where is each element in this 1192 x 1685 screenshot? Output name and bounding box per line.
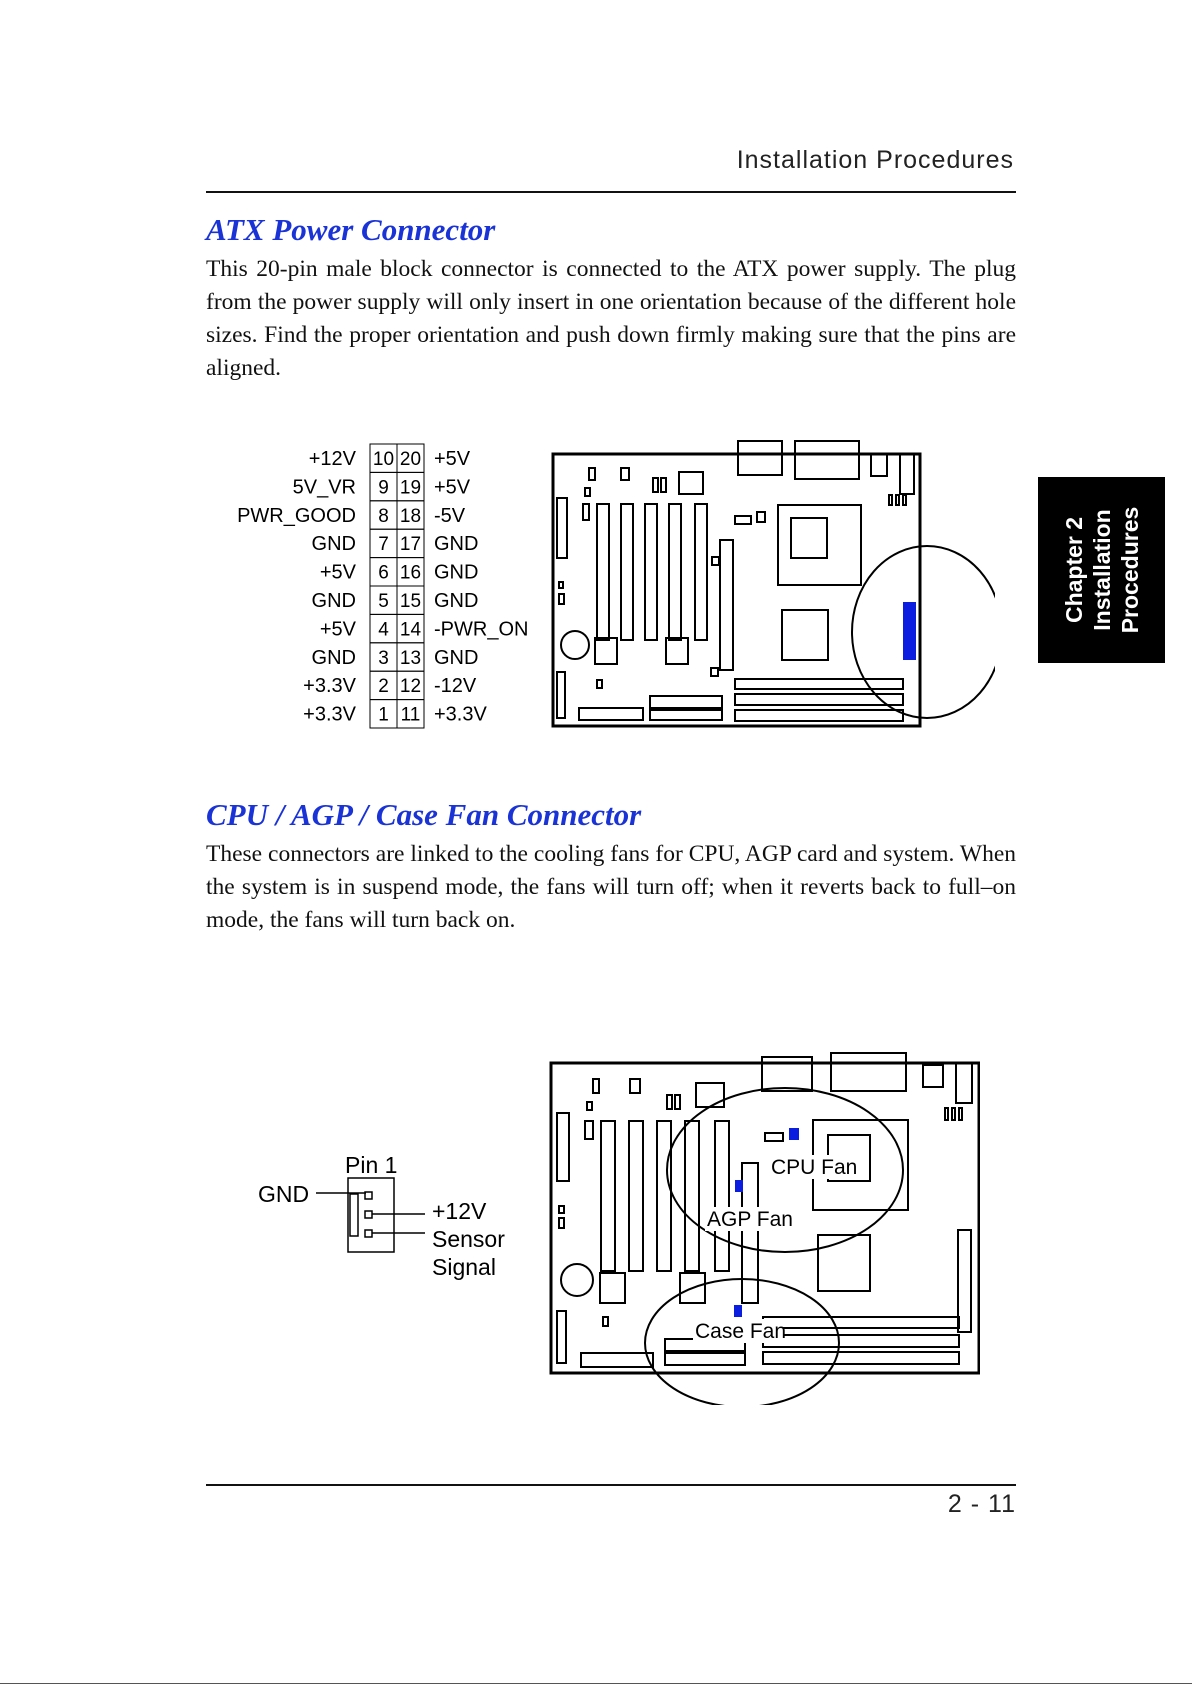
gnd-label: GND	[258, 1181, 309, 1207]
pin-left-number: 1	[378, 705, 389, 726]
atx-pin-row: GND 7 17 GND	[312, 528, 478, 559]
agp-fan-label: AGP Fan	[707, 1208, 793, 1231]
cpu-fan-label: CPU Fan	[771, 1156, 857, 1179]
chapter-tab-line3: Procedures	[1116, 506, 1143, 634]
atx-pin-row: +5V 4 14 -PWR_ON	[320, 613, 528, 644]
pin-left-number: 7	[378, 534, 389, 555]
pin-left-number: 6	[378, 563, 389, 584]
pin-right-label: GND	[434, 590, 478, 612]
atx-pin-row: +12V 10 20 +5V	[309, 443, 471, 473]
atx-paragraph: This 20-pin male block connector is conn…	[206, 256, 1016, 381]
pin-left-number: 10	[373, 449, 394, 470]
pin-right-label: GND	[434, 647, 478, 669]
pin-right-number: 20	[400, 449, 421, 470]
cpu-agp-fan-callout	[666, 1087, 904, 1253]
case-fan-callout	[644, 1278, 840, 1405]
pin-right-label: +5V	[434, 448, 471, 470]
page-number: 2 - 11	[947, 1490, 1016, 1518]
pin-right-label: +5V	[434, 476, 471, 498]
pin-right-number: 12	[400, 676, 421, 697]
pin-left-label: PWR_GOOD	[237, 505, 356, 527]
atx-pin-row: GND 5 15 GND	[312, 585, 478, 615]
atx-pin-row: PWR_GOOD 8 18 -5V	[237, 500, 466, 530]
fan-pin-diagram: Pin 1 GND +12V Sensor Signal	[258, 1152, 505, 1280]
cpu-fan-connector	[789, 1128, 799, 1140]
atx-motherboard-diagram	[551, 440, 995, 728]
pin-left-label: +5V	[320, 562, 357, 584]
footer-rule	[206, 1484, 1016, 1486]
board-outline	[551, 452, 922, 728]
atx-pin-row: +5V 6 16 GND	[320, 557, 478, 587]
fan-connector-body	[347, 1177, 395, 1253]
chapter-tab-line2: Installation	[1088, 509, 1115, 631]
pin-right-label: -PWR_ON	[434, 618, 528, 640]
pin-left-number: 4	[378, 619, 389, 640]
case-fan-label: Case Fan	[695, 1320, 786, 1343]
atx-pin-row: +3.3V 2 12 -12V	[303, 670, 477, 701]
pin-right-number: 17	[400, 534, 421, 555]
pin-left-label: +3.3V	[303, 675, 356, 697]
pin-left-number: 3	[378, 648, 389, 669]
header-rule	[206, 191, 1016, 193]
atx-pin-rows: +12V 10 20 +5V 5V_VR 9 19 +5V PWR_GOOD 8 18 -5V GND 7…	[237, 443, 528, 729]
pin-right-label: GND	[434, 562, 478, 584]
pin-left-label: 5V_VR	[293, 476, 356, 498]
pin-left-label: +3.3V	[303, 704, 356, 726]
page-bottom-edge	[0, 1683, 1192, 1684]
chapter-tab-label: Chapter 2 Installation Procedures	[1060, 477, 1144, 663]
fan-board-outline	[549, 1061, 980, 1375]
pin-right-number: 13	[400, 648, 421, 669]
pin1-label: Pin 1	[345, 1152, 397, 1178]
sensor-label: Sensor	[432, 1226, 505, 1252]
fan-motherboard-diagram: CPU Fan AGP Fan Case Fan	[549, 1052, 980, 1405]
pin-right-label: -5V	[434, 505, 466, 527]
chapter-tab-line1: Chapter 2	[1060, 516, 1087, 624]
pin-right-number: 15	[400, 591, 421, 612]
pin-left-number: 9	[378, 477, 389, 498]
running-header: Installation Procedures	[736, 146, 1014, 174]
atx-pin-row: 5V_VR 9 19 +5V	[293, 471, 471, 502]
pin-left-label: +5V	[320, 618, 357, 640]
fan-heading: CPU / AGP / Case Fan Connector	[206, 797, 642, 832]
atx-pinout-diagram: +12V 10 20 +5V 5V_VR 9 19 +5V PWR_GOOD 8 18 -5V GND 7…	[237, 443, 528, 729]
pin-right-number: 11	[401, 705, 421, 726]
fan-paragraph: These connectors are linked to the cooli…	[206, 841, 1016, 933]
pin-left-number: 8	[378, 506, 389, 527]
pin-left-label: GND	[312, 533, 356, 555]
pin-cell	[396, 699, 425, 729]
pin-left-number: 5	[378, 591, 389, 612]
chapter-tab: Chapter 2 Installation Procedures	[1038, 477, 1165, 663]
agp-fan-connector	[735, 1180, 743, 1192]
case-fan-connector	[734, 1305, 742, 1317]
pin-right-number: 16	[400, 563, 421, 584]
atx-pin-row: GND 3 13 GND	[312, 642, 478, 672]
pin-right-number: 18	[400, 506, 421, 527]
pin-left-label: GND	[312, 647, 356, 669]
pin-right-label: GND	[434, 533, 478, 555]
pin-right-label: +3.3V	[434, 704, 487, 726]
pin-right-number: 14	[400, 619, 422, 640]
pin-right-number: 19	[400, 477, 421, 498]
atx-connector-highlight	[903, 602, 916, 660]
pin-right-label: -12V	[434, 675, 477, 697]
pin-left-label: GND	[312, 590, 356, 612]
signal-label: Signal	[432, 1254, 496, 1280]
plus12v-label: +12V	[432, 1198, 487, 1224]
pin-left-number: 2	[378, 676, 389, 697]
pin-left-label: +12V	[309, 448, 357, 470]
atx-heading: ATX Power Connector	[206, 212, 496, 247]
